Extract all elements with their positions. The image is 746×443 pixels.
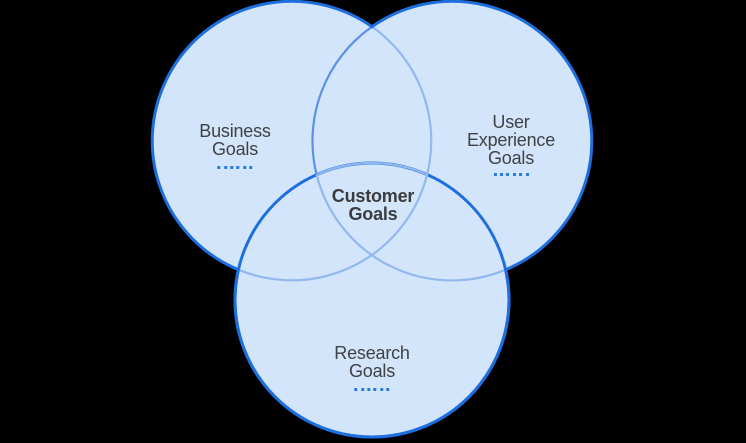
business-goals-line-1: Business [199, 121, 271, 141]
business-circle-inner-arc [237, 25, 433, 282]
research-goals-ellipsis [354, 388, 390, 391]
ux-circle-inner-arc-upper [311, 25, 373, 175]
research-goals-line-2: Goals [348, 361, 396, 381]
business-goals-label: Business Goals [199, 121, 271, 169]
research-circle-inner-arc-top [316, 161, 428, 176]
research-goals-label: Research Goals [334, 343, 410, 391]
customer-goals-line-2: Goals [348, 204, 398, 224]
business-goals-line-2: Goals [211, 139, 259, 159]
business-goals-ellipsis [217, 166, 253, 169]
ux-goals-line-1: User [492, 112, 530, 132]
venn-outer-boundary [150, 0, 594, 439]
customer-goals-line-1: Customer [331, 186, 415, 206]
user-experience-goals-label: User Experience Goals [467, 113, 555, 176]
research-goals-line-1: Research [334, 343, 410, 363]
customer-goals-label: Customer Goals [331, 186, 415, 224]
ux-goals-ellipsis [493, 173, 529, 176]
ux-circle-inner-arc-lower [315, 174, 507, 282]
ux-goals-line-2: Experience [466, 130, 556, 150]
ux-goals-line-3: Goals [487, 148, 535, 168]
research-goals-circle [235, 163, 509, 437]
